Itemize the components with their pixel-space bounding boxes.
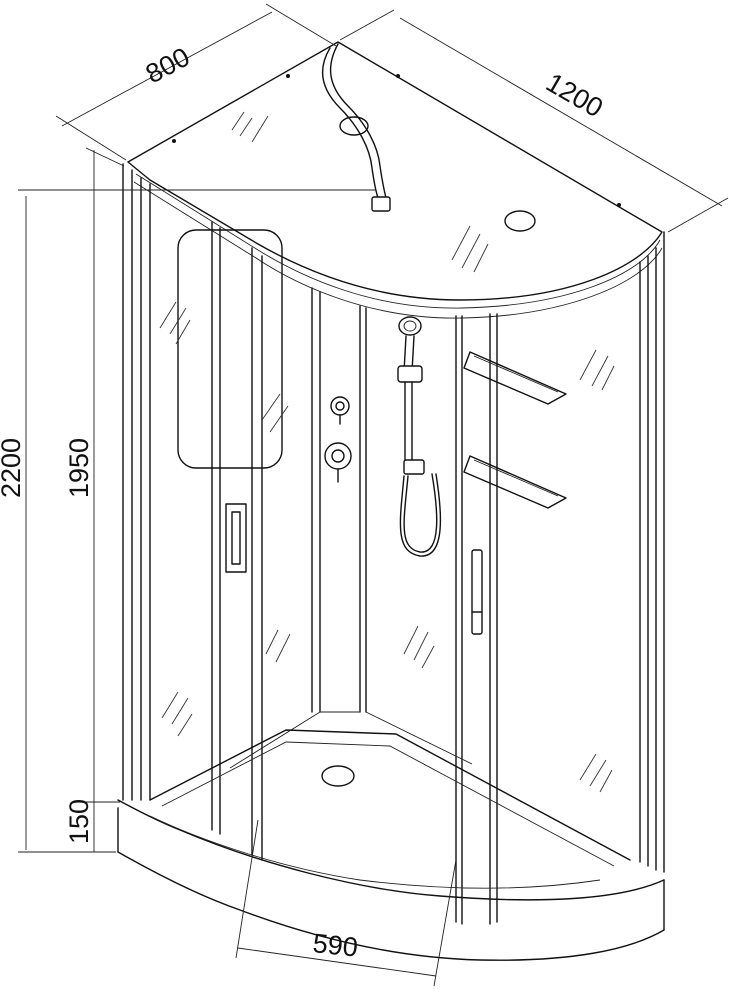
right-door-handle <box>471 549 483 635</box>
dim-total-height-label: 2200 <box>0 438 26 498</box>
shelf-upper <box>463 351 567 405</box>
mixer-valve-large <box>324 442 352 483</box>
hand-shower <box>397 316 442 557</box>
dimension-lines <box>18 3 729 987</box>
overhead-shower-hose <box>321 43 391 212</box>
dim-width-label: 1200 <box>541 67 608 123</box>
left-door-handle <box>225 503 247 573</box>
dim-door-opening-label: 590 <box>311 928 359 963</box>
dim-tray-height-label: 150 <box>64 799 94 844</box>
mixer-valve-small <box>330 396 350 425</box>
back-wall-lines <box>229 711 473 769</box>
shower-tray <box>117 729 665 961</box>
dim-depth-label: 800 <box>141 42 195 90</box>
left-window-panel <box>177 229 283 469</box>
dim-cabin-height-label: 1950 <box>64 438 94 498</box>
glass-reflections <box>159 111 615 793</box>
shelf-lower <box>463 455 567 509</box>
cabin-frame <box>122 163 665 925</box>
